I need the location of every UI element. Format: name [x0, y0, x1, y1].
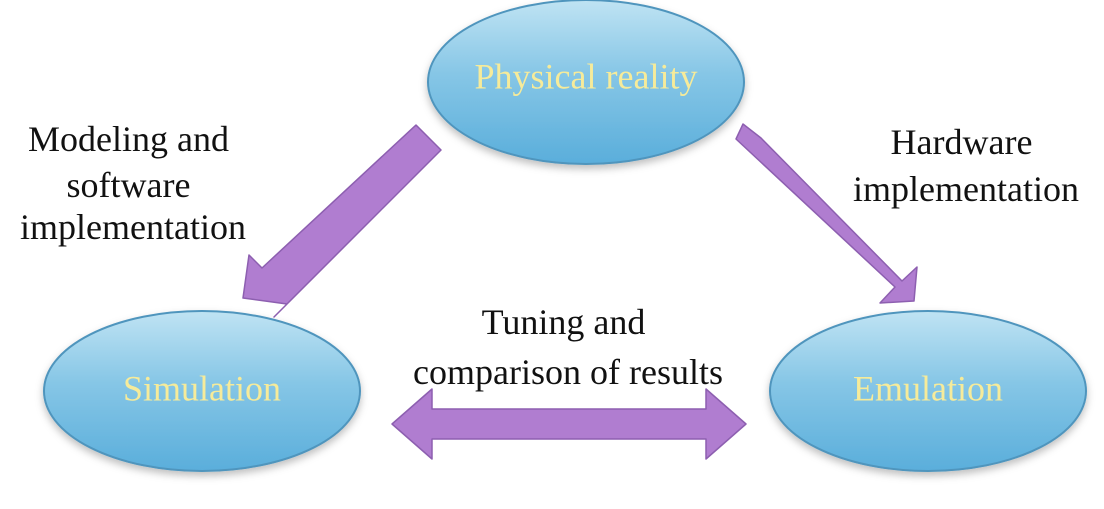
node-emulation-label: Emulation — [853, 368, 1003, 408]
edge-label-hardware-line-1: Hardware — [891, 122, 1033, 162]
edge-label-tuning-line-1: Tuning and — [482, 302, 646, 342]
edge-label-modeling-line-1: Modeling and — [28, 119, 229, 159]
node-physical-reality: Physical reality — [427, 0, 745, 165]
node-physical-reality-label: Physical reality — [475, 56, 698, 96]
edge-label-hardware-line-2: implementation — [853, 169, 1079, 209]
node-simulation-label: Simulation — [123, 368, 281, 408]
arrow-physical-to-simulation — [242, 124, 442, 318]
edge-label-tuning: Tuning and comparison of results — [413, 302, 723, 392]
arrow-simulation-emulation — [391, 388, 747, 460]
edge-label-modeling-line-3: implementation — [20, 207, 246, 247]
edge-label-modeling-line-2: software — [67, 165, 191, 205]
arrow-physical-to-emulation — [735, 123, 918, 304]
edge-label-tuning-line-2: comparison of results — [413, 352, 723, 392]
node-simulation: Simulation — [43, 310, 361, 472]
edge-label-hardware: Hardware implementation — [853, 122, 1079, 209]
node-emulation: Emulation — [769, 310, 1087, 472]
edge-label-modeling: Modeling and software implementation — [20, 119, 246, 247]
